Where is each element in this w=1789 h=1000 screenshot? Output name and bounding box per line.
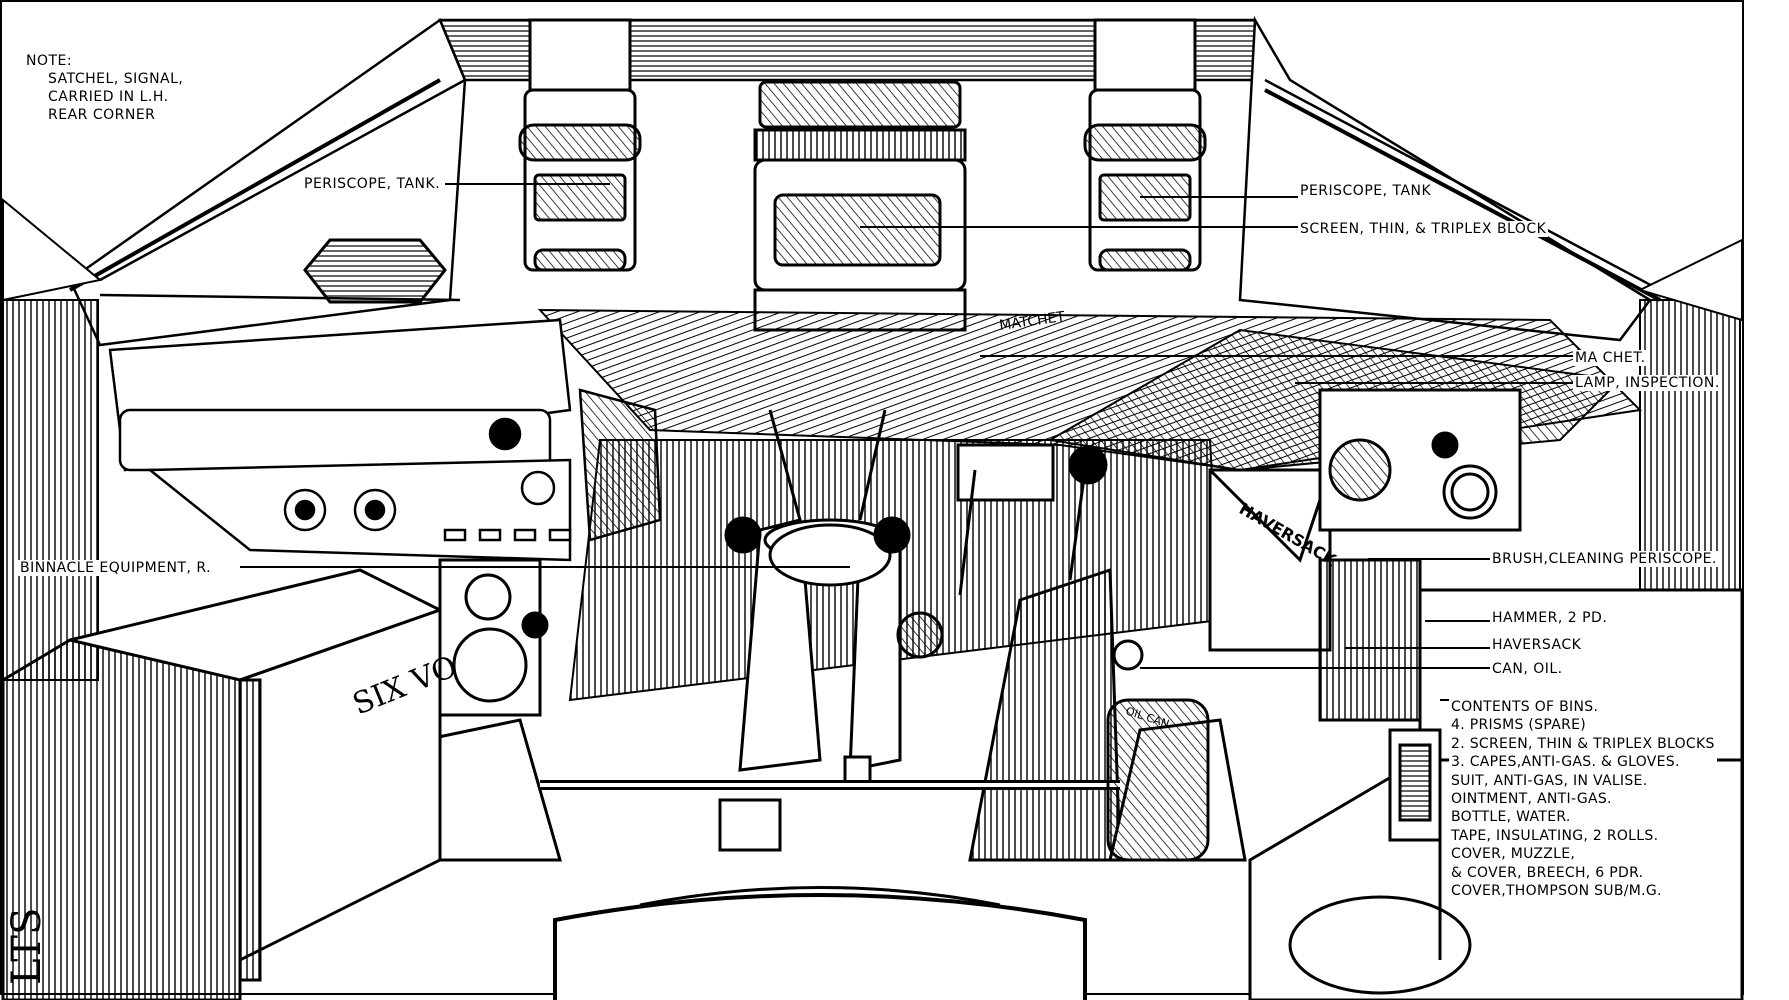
label-can-oil: CAN, OIL. bbox=[1490, 661, 1565, 677]
bins-item: 3. CAPES,ANTI-GAS. & GLOVES. bbox=[1451, 754, 1680, 771]
bins-item: 2. SCREEN, THIN & TRIPLEX BLOCKS bbox=[1451, 735, 1715, 752]
periscope-left-drawing bbox=[518, 18, 642, 272]
bins-contents-list: CONTENTS OF BINS. 4. PRISMS (SPARE) 2. S… bbox=[1449, 698, 1717, 901]
label-binnacle: BINNACLE EQUIPMENT, R. bbox=[18, 560, 214, 576]
bins-item: COVER,THOMPSON SUB/M.G. bbox=[1451, 883, 1662, 900]
label-hammer: HAMMER, 2 PD. bbox=[1490, 610, 1610, 626]
hand-lever bbox=[956, 443, 1055, 596]
bins-item: SUIT, ANTI-GAS, IN VALISE. bbox=[1451, 772, 1648, 789]
data-plate bbox=[303, 238, 447, 304]
triplex-block-drawing bbox=[753, 80, 967, 332]
label-matchet: MA CHET. bbox=[1573, 350, 1648, 366]
bins-item: TAPE, INSULATING, 2 ROLLS. bbox=[1451, 827, 1659, 844]
instrument-panel bbox=[108, 318, 662, 562]
label-haversack: HAVERSACK bbox=[1490, 637, 1584, 653]
label-periscope-left: PERISCOPE, TANK. bbox=[302, 176, 443, 192]
periscope-right-drawing bbox=[1083, 18, 1207, 272]
driver-seat bbox=[553, 893, 1087, 1000]
note-line-2: CARRIED IN L.H. bbox=[48, 89, 169, 105]
left-ammo-boxes bbox=[1, 568, 444, 1000]
label-periscope-right: PERISCOPE, TANK bbox=[1298, 183, 1434, 199]
bins-title: CONTENTS OF BINS. bbox=[1451, 699, 1599, 715]
label-brush: BRUSH,CLEANING PERISCOPE. bbox=[1490, 551, 1719, 567]
note-block: NOTE: SATCHEL, SIGNAL, CARRIED IN L.H. R… bbox=[26, 52, 183, 124]
bins-item: BOTTLE, WATER. bbox=[1451, 809, 1571, 826]
left-wall bbox=[2, 299, 99, 681]
leader-lines bbox=[240, 183, 1573, 701]
lts-stencil: LTS bbox=[4, 908, 50, 985]
note-line-3: REAR CORNER bbox=[48, 107, 156, 123]
label-screen-triplex: SCREEN, THIN, & TRIPLEX BLOCK bbox=[1298, 221, 1549, 237]
note-heading: NOTE: bbox=[26, 53, 73, 69]
steering-levers bbox=[718, 409, 944, 852]
note-line-1: SATCHEL, SIGNAL, bbox=[48, 71, 184, 87]
haversack-box bbox=[1208, 388, 1522, 652]
bins-item: COVER, MUZZLE, bbox=[1451, 846, 1576, 863]
oil-can bbox=[1106, 639, 1210, 862]
bins-item: & COVER, BREECH, 6 PDR. bbox=[1451, 864, 1644, 881]
bins-item: OINTMENT, ANTI-GAS. bbox=[1451, 791, 1612, 808]
binnacle-box bbox=[438, 558, 549, 717]
bins-item: 4. PRISMS (SPARE) bbox=[1451, 717, 1587, 734]
label-lamp: LAMP, INSPECTION. bbox=[1573, 375, 1722, 391]
